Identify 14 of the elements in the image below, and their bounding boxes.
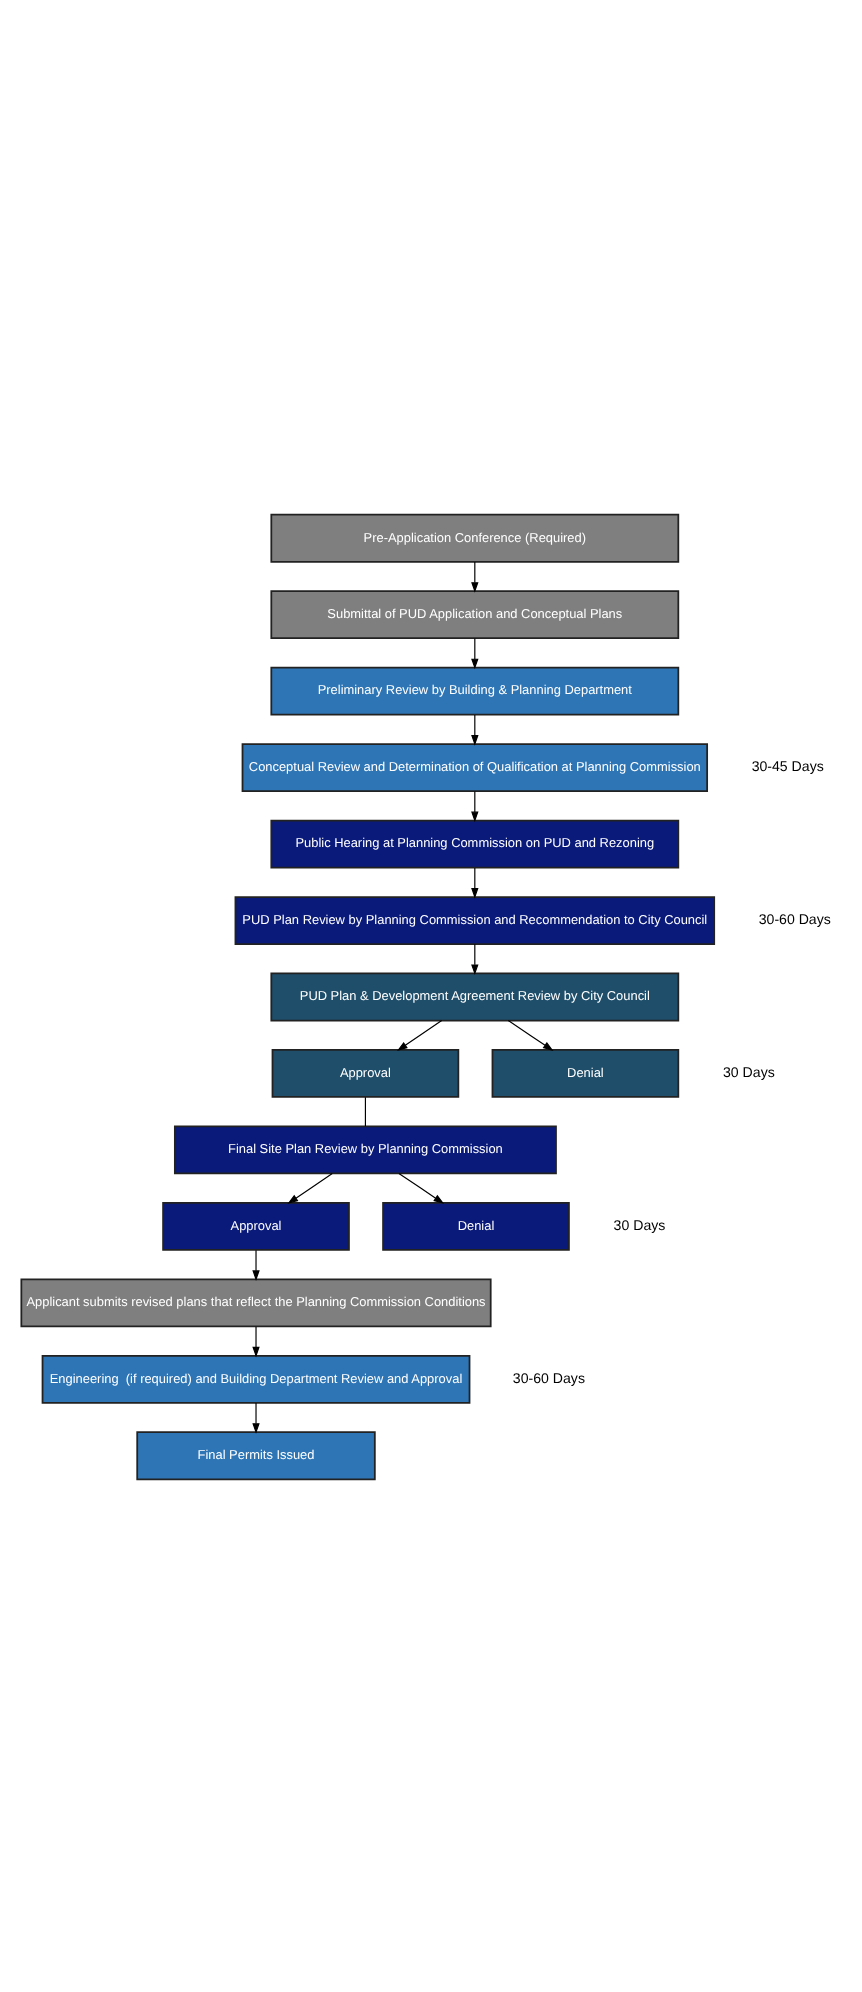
arrow bbox=[471, 636, 479, 669]
arrow bbox=[287, 1171, 333, 1203]
arrow bbox=[471, 713, 479, 745]
arrow bbox=[471, 789, 479, 822]
arrow bbox=[252, 1325, 260, 1357]
arrow bbox=[507, 1019, 554, 1050]
arrow bbox=[252, 1248, 260, 1280]
arrow bbox=[252, 1401, 260, 1433]
arrow bbox=[471, 560, 479, 592]
arrow bbox=[396, 1019, 443, 1050]
connector bbox=[364, 1095, 366, 1126]
arrow bbox=[471, 866, 479, 898]
arrow bbox=[398, 1171, 445, 1203]
arrow bbox=[471, 942, 479, 975]
